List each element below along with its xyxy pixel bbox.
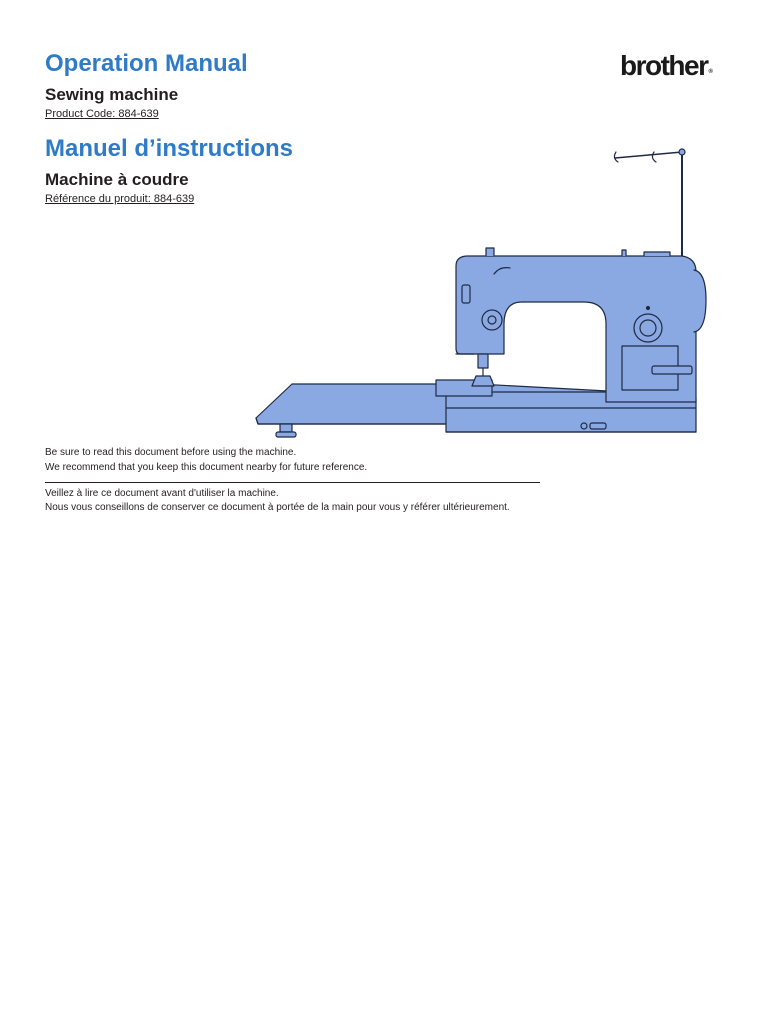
table-leg bbox=[279, 423, 293, 433]
thread-stand-top bbox=[678, 148, 686, 156]
stitch-dial bbox=[633, 313, 663, 343]
french-title: Manuel d’instructions bbox=[45, 135, 294, 162]
needle-clamp bbox=[477, 353, 489, 369]
presser-foot bbox=[471, 375, 495, 387]
english-note-line-2: We recommend that you keep this document… bbox=[45, 462, 368, 473]
english-product-code: Product Code: 884-639 bbox=[45, 108, 159, 120]
english-title: Operation Manual bbox=[45, 50, 248, 77]
table-foot bbox=[275, 431, 297, 438]
brand-name: brother bbox=[620, 50, 709, 81]
lever bbox=[651, 365, 693, 375]
sewing-machine-illustration bbox=[255, 148, 707, 438]
handwheel bbox=[693, 269, 707, 333]
tension-dial bbox=[481, 309, 503, 331]
english-note-line-1: Be sure to read this document before usi… bbox=[45, 447, 297, 458]
thread-guide-hook-left bbox=[613, 151, 619, 163]
thread-guide-hook-right bbox=[651, 151, 657, 163]
french-product-code: Référence du produit: 884-639 bbox=[45, 193, 195, 205]
thread-guide-bar bbox=[614, 151, 683, 159]
french-note-line-1: Veillez à lire ce document avant d'utili… bbox=[45, 488, 279, 499]
english-subtitle: Sewing machine bbox=[45, 85, 179, 104]
french-note-line-2: Nous vous conseillons de conserver ce do… bbox=[45, 502, 510, 513]
brother-logo: brother® bbox=[620, 50, 713, 81]
french-subtitle: Machine à coudre bbox=[45, 170, 189, 189]
section-divider bbox=[45, 482, 540, 483]
take-up-lever bbox=[493, 267, 511, 275]
